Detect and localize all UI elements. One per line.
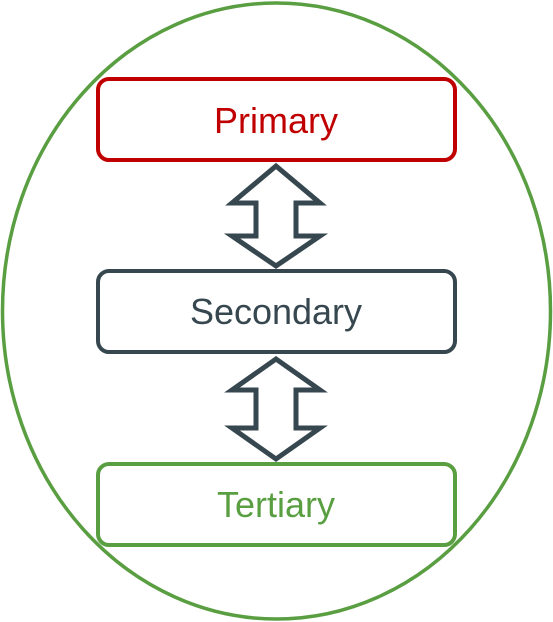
tertiary-box-frame (96, 462, 457, 547)
tertiary-box: Tertiary (96, 462, 457, 547)
tertiary-box-label: Tertiary (217, 484, 335, 525)
secondary-box-label: Secondary (190, 291, 362, 332)
primary-box-label: Primary (214, 100, 338, 141)
primary-box-frame (96, 77, 457, 162)
secondary-box-frame (96, 269, 457, 354)
primary-box: Primary (96, 77, 457, 162)
double-arrow-icon (223, 162, 329, 270)
double-arrow-icon (224, 355, 328, 463)
secondary-box: Secondary (96, 269, 457, 354)
